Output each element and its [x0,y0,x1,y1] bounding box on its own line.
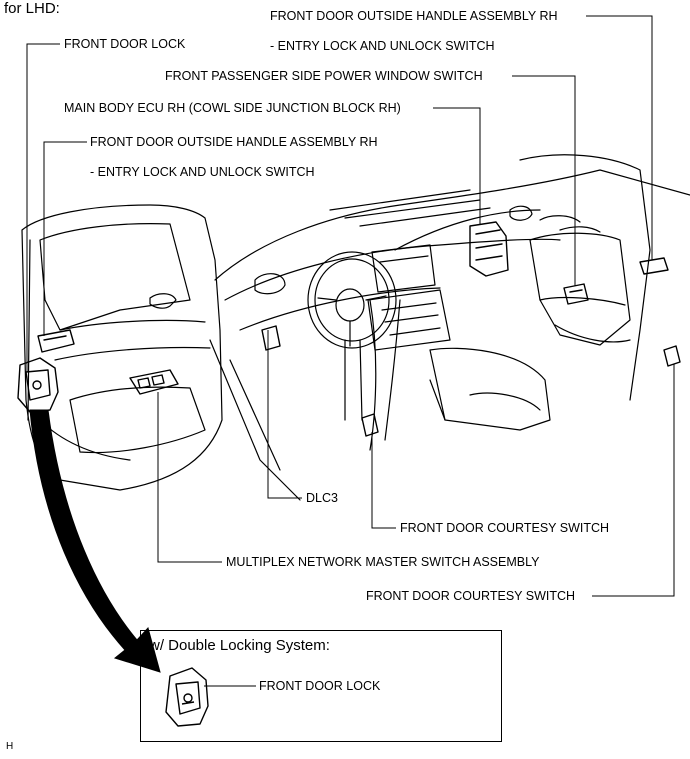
dashboard-drawing [209,169,690,501]
label-front-door-lock: FRONT DOOR LOCK [64,37,186,51]
double-locking-inset: w/ Double Locking System: [140,630,502,742]
label-courtesy-switch-1: FRONT DOOR COURTESY SWITCH [400,521,610,535]
outside-handle-lh-shape [37,329,75,353]
label-courtesy-switch-2: FRONT DOOR COURTESY SWITCH [366,589,576,603]
passenger-window-switch-shape [563,283,589,305]
dlc3-shape [261,325,281,351]
leader-main-body-ecu [433,107,481,224]
label-inset-front-door-lock: FRONT DOOR LOCK [259,679,381,693]
diagram-title: for LHD: [4,0,60,17]
label-master-switch: MULTIPLEX NETWORK MASTER SWITCH ASSEMBLY [226,555,540,569]
leader-handle-lh [43,141,87,336]
main-body-ecu-shape [469,221,509,277]
leader-handle-rh [586,15,653,260]
courtesy-switch-2-shape [663,345,681,367]
label-handle-lh-line2: - ENTRY LOCK AND UNLOCK SWITCH [90,165,315,179]
leader-front-door-lock [26,43,60,372]
courtesy-switch-1-shape [361,413,379,437]
label-handle-rh-line2: - ENTRY LOCK AND UNLOCK SWITCH [270,39,495,53]
leader-courtesy-switch-1 [371,432,396,529]
label-dlc3: DLC3 [306,491,338,505]
leader-dlc3 [267,330,302,499]
inset-door-lock-shape [165,667,209,727]
leader-courtesy-switch-2 [592,364,675,597]
inset-title: w/ Double Locking System: [149,637,330,654]
outside-handle-rh-shape [639,257,669,275]
label-handle-lh-line1: FRONT DOOR OUTSIDE HANDLE ASSEMBLY RH [90,135,378,149]
front-door-lock-shape [17,357,59,413]
label-main-body-ecu: MAIN BODY ECU RH (COWL SIDE JUNCTION BLO… [64,101,401,115]
steering-wheel-drawing [307,251,397,421]
master-switch-shape [129,369,179,395]
label-passenger-window-switch: FRONT PASSENGER SIDE POWER WINDOW SWITCH [165,69,483,83]
leader-passenger-window-switch [512,75,576,286]
curved-arrow-icon [29,409,161,673]
right-door-drawing [369,154,651,451]
leader-master-switch [157,392,222,563]
label-handle-rh-line1: FRONT DOOR OUTSIDE HANDLE ASSEMBLY RH [270,9,558,23]
leader-lines [26,15,675,687]
footer-mark: H [6,741,14,752]
